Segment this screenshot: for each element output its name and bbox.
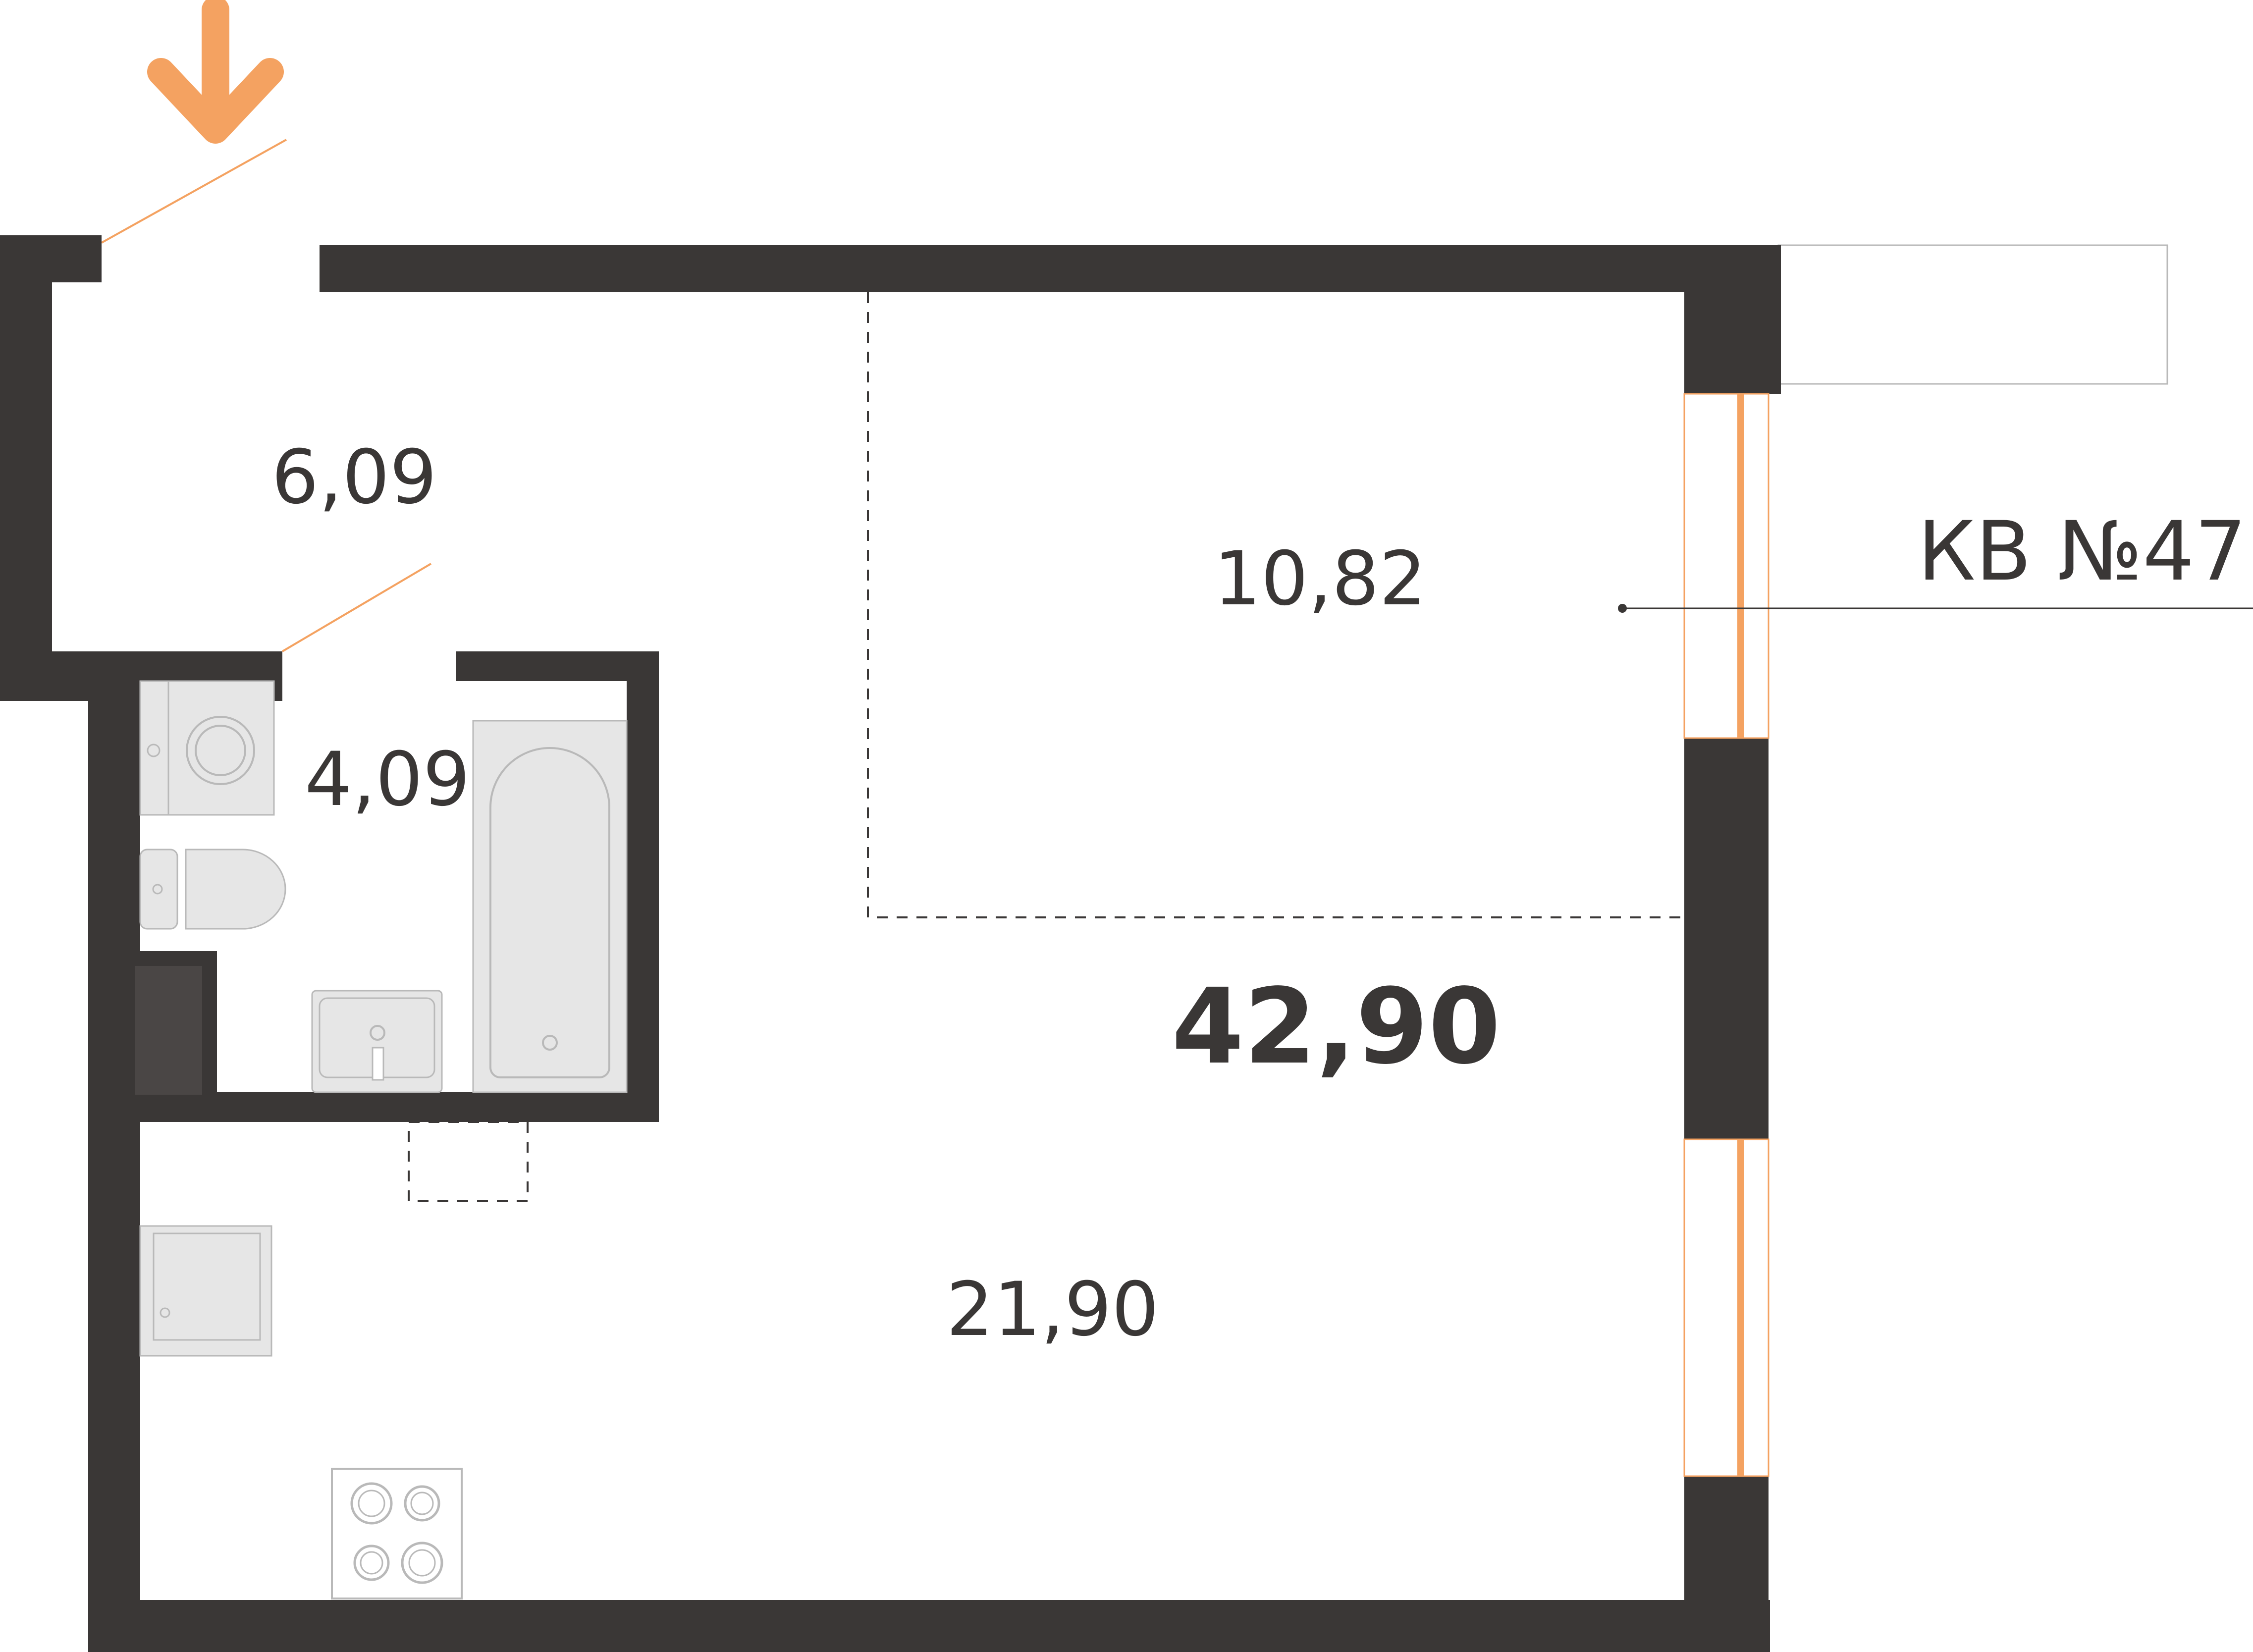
room-area-living-kitchen: 21,90 bbox=[946, 1267, 1159, 1353]
stove-icon bbox=[331, 1468, 463, 1599]
room-area-hall: 6,09 bbox=[271, 434, 437, 521]
apartment-label-dot bbox=[1618, 604, 1627, 613]
entrance-door-swing bbox=[101, 139, 287, 244]
sink-icon bbox=[311, 990, 443, 1093]
fridge-icon bbox=[139, 1225, 272, 1357]
ventilation-shaft bbox=[135, 966, 202, 1095]
bathtub-icon bbox=[472, 720, 628, 1093]
entrance-arrow-icon bbox=[147, 0, 284, 144]
window-bottom bbox=[1683, 1138, 1770, 1477]
sleeping-zone-boundary bbox=[867, 292, 1684, 918]
window-top bbox=[1683, 393, 1770, 739]
total-area: 42,90 bbox=[1172, 966, 1501, 1087]
walls bbox=[0, 235, 1781, 1652]
washing-machine-icon bbox=[139, 680, 275, 816]
room-area-bathroom: 4,09 bbox=[305, 737, 470, 823]
wardrobe-niche bbox=[408, 1121, 529, 1202]
apartment-label: КВ №47 bbox=[1918, 504, 2247, 599]
toilet-icon bbox=[139, 849, 286, 930]
balcony-outline bbox=[1777, 244, 2168, 385]
room-area-sleeping-zone: 10,82 bbox=[1214, 536, 1426, 622]
bathroom-door-swing bbox=[281, 563, 432, 652]
